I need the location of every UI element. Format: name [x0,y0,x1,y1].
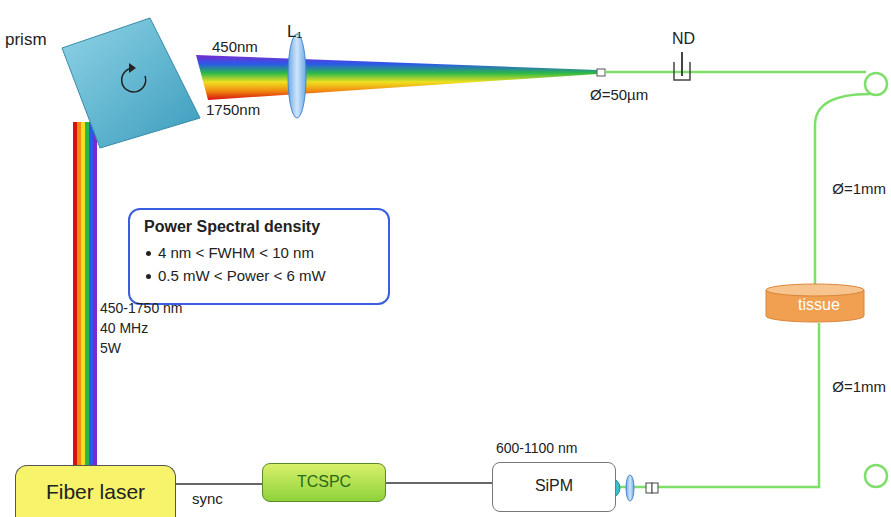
beam-line [85,122,89,465]
tcspc-box: TCSPC [262,463,386,502]
bullet-dot [146,251,151,256]
label-text: 600-1100 nm [496,440,577,456]
label-text: 1750nm [206,101,260,118]
label-text: L₁ [287,22,302,42]
prism: prism [5,10,210,152]
detector-lens [626,475,634,501]
prism-body [62,18,200,148]
fiber-connector [646,483,652,493]
fiber-loop [865,465,887,487]
fiber-connector [652,483,658,493]
node-title: SiPM [493,463,615,495]
node-text: 0.5 mW < Power < 6 mW [144,267,378,284]
node-title: TCSPC [263,464,385,491]
label-text: 450nm [212,38,258,55]
cylinder-top [766,284,864,296]
connector [176,484,262,485]
beam-line [73,122,77,465]
legend-box: Power Spectral density 4 nm < FWHM < 10 n… [128,208,390,305]
laser-box: Fiber laser [15,465,176,517]
nd-filter-blade [681,52,683,76]
bullet-dot [146,274,151,279]
node-title: prism [5,30,47,50]
fiber-loop [865,73,887,95]
fiber-tip [597,69,605,76]
lens-l1 [288,34,306,118]
connector [75,122,95,465]
connector-line [176,483,262,485]
connector-line [386,482,492,484]
fiber [605,71,866,74]
beam-line [77,122,81,465]
detector-box: SiPM [492,462,616,512]
dispersed-beam [196,55,598,100]
label-text: ND [672,30,695,48]
tissue-sample: tissue [765,283,873,323]
label-text: 5W [100,340,121,356]
rotation-arrow [122,68,146,92]
label-text: Ø=1mm [832,378,886,395]
beam-line [93,122,97,465]
node-title: Fiber laser [16,466,175,504]
node-title: Power Spectral density [144,218,378,236]
connector [616,323,819,487]
label-text: 450-1750 nm [100,300,183,316]
node-title: tissue [765,283,873,314]
rotation-arrowhead [129,63,136,73]
connector-line [616,323,819,487]
connector-label: sync [190,490,225,507]
beam-line [81,122,85,465]
node-text: 4 nm < FWHM < 10 nm [144,244,378,261]
label-text: Ø=50µm [590,86,648,103]
connector [386,483,492,484]
beam-line [89,122,93,465]
label-text: Ø=1mm [832,180,886,197]
label-text: 40 MHz [100,320,148,336]
